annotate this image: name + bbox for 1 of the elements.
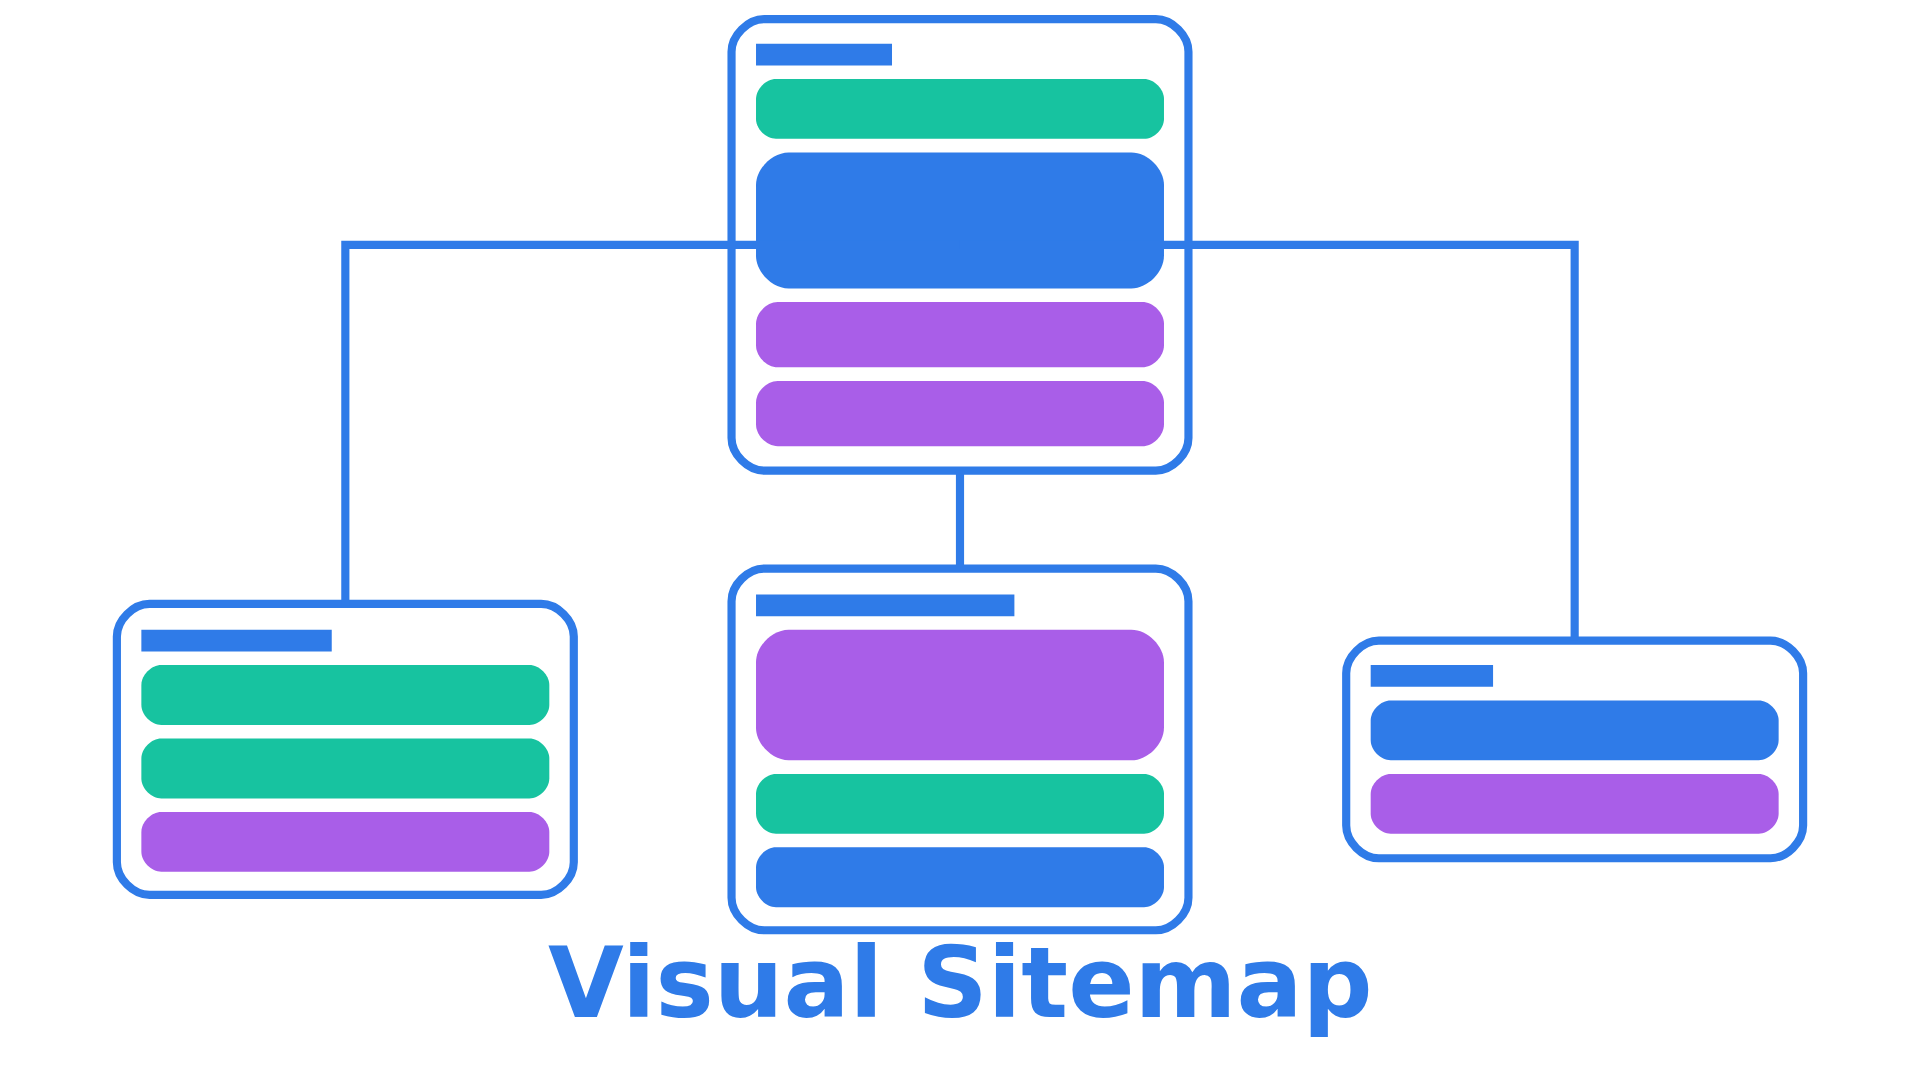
caption: Visual Sitemap xyxy=(547,925,1373,1040)
